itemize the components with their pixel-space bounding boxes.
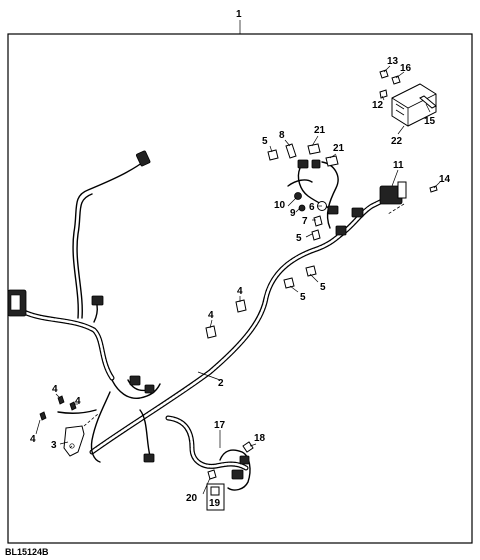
upper-right-connector-d <box>351 207 364 218</box>
callout-11: 11 <box>393 160 404 171</box>
lower-left-connector-b <box>144 384 155 394</box>
callout-17: 17 <box>214 420 226 431</box>
lower-left-wire-a <box>111 379 161 399</box>
harness-left-branch-wrap <box>22 310 114 380</box>
clip-21-b <box>325 155 339 167</box>
leader-lines <box>35 65 441 495</box>
top-connector <box>136 150 151 167</box>
harness-upper-wire-b <box>76 193 93 319</box>
clip-5-d <box>311 229 321 241</box>
callout-9: 9 <box>290 208 296 219</box>
lower-left-wire-b <box>90 391 111 463</box>
assembly-callout: 1 <box>236 9 242 20</box>
bracket-hidden-line <box>83 413 99 427</box>
washer-16 <box>391 75 401 85</box>
mid-left-connector-wire <box>93 304 98 323</box>
harness-17-wire <box>219 449 251 491</box>
fastener-9 <box>298 204 306 212</box>
callout-12: 12 <box>372 100 384 111</box>
callout-18: 18 <box>254 433 266 444</box>
callout-6: 6 <box>309 202 315 213</box>
callout-7: 7 <box>302 216 308 227</box>
harness-17-wrap <box>166 416 248 470</box>
upper-right-wire-c <box>287 179 313 187</box>
callout-4-b: 4 <box>52 384 58 395</box>
callout-10: 10 <box>274 200 286 211</box>
callout-2: 2 <box>218 378 224 389</box>
main-harness <box>89 229 347 455</box>
callout-20: 20 <box>186 493 198 504</box>
connector-11-latch <box>397 181 407 199</box>
upper-right-connector-a <box>297 159 309 169</box>
clip-4-a <box>39 411 47 421</box>
callout-5-a: 5 <box>300 292 306 303</box>
upper-right-connector-e <box>335 225 347 236</box>
bolt-15 <box>419 95 437 109</box>
part-19-clip <box>210 486 220 496</box>
bracket <box>63 425 85 457</box>
callout-22: 22 <box>391 136 403 147</box>
callout-21-a: 21 <box>314 125 326 136</box>
screw-14 <box>429 185 438 193</box>
harness-17-connector-b <box>239 455 250 465</box>
callout-4-d: 4 <box>208 310 214 321</box>
part-19-box <box>206 483 225 511</box>
lower-center-connector <box>143 453 155 463</box>
upper-right-wire-a <box>321 161 339 229</box>
callout-5-c: 5 <box>262 136 268 147</box>
lower-left-wire-c <box>57 409 97 415</box>
upper-right-wire-b <box>297 167 337 213</box>
harness-upper-wire <box>72 159 147 319</box>
upper-right-connector-c <box>327 205 339 215</box>
mid-left-connector <box>91 295 104 306</box>
clip-5-b <box>305 265 317 277</box>
clip-8 <box>285 143 297 159</box>
clip-4-b <box>57 395 65 405</box>
callout-19: 19 <box>209 498 221 509</box>
nut-13 <box>379 69 389 79</box>
callout-13: 13 <box>387 56 399 67</box>
callout-3: 3 <box>51 440 57 451</box>
lower-left-connector <box>129 375 141 386</box>
screw-12 <box>379 89 388 99</box>
controller-22 <box>391 83 437 127</box>
callout-5-d: 5 <box>296 233 302 244</box>
main-harness-wrap <box>90 230 346 454</box>
callout-4-a: 4 <box>30 434 36 445</box>
callout-16: 16 <box>400 63 412 74</box>
clip-21-a <box>307 143 321 155</box>
callout-15: 15 <box>424 116 436 127</box>
callout-14: 14 <box>439 174 451 185</box>
upper-right-connector-b <box>311 159 321 169</box>
fastener-10 <box>294 192 302 200</box>
clip-4-e <box>235 299 247 313</box>
clip-5-a <box>283 277 295 289</box>
connector-11-lead <box>387 203 405 215</box>
callout-4-c: 4 <box>75 396 81 407</box>
callout-4-e: 4 <box>237 286 243 297</box>
left-connector-face <box>10 294 21 311</box>
harness-17-connector <box>231 469 244 480</box>
callout-8: 8 <box>279 130 285 141</box>
part-20 <box>207 469 217 480</box>
lower-center-wire <box>139 409 151 457</box>
callout-5-b: 5 <box>320 282 326 293</box>
clip-4-d <box>205 325 217 339</box>
figure-id: BL15124B <box>5 547 49 557</box>
clip-7 <box>313 215 323 227</box>
clip-5-c <box>267 149 279 161</box>
harness-17 <box>165 415 249 471</box>
callout-21-b: 21 <box>333 143 345 154</box>
grommet-18 <box>242 441 254 453</box>
